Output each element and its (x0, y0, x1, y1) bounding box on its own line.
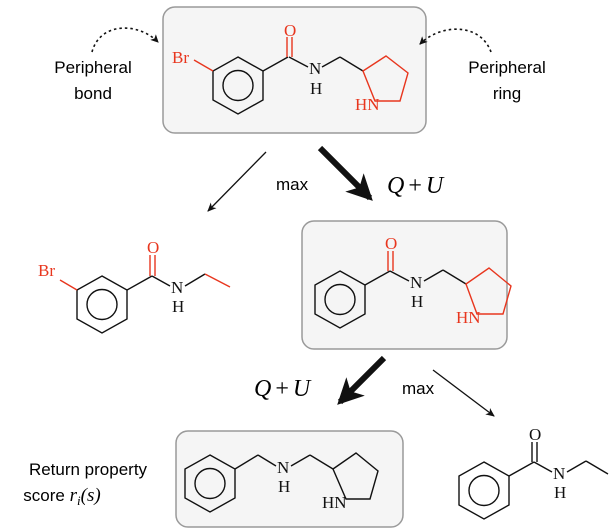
peripheral-bond-dotted-arrow (91, 27, 159, 53)
qu-arrow-bottom (337, 355, 387, 405)
max-arrow-bottom (432, 369, 495, 417)
bottom-ring-hn: HN (322, 493, 347, 512)
bottom-molecule-box (175, 430, 404, 528)
molecule-benzamide-ethyl (458, 442, 609, 520)
qu-arrow-top (317, 145, 373, 201)
molecule-debrominated (314, 251, 512, 329)
qu-label-bottom: Q+U (254, 376, 312, 402)
peripheral-bond-label-line2: bond (74, 84, 112, 103)
right-amide-h: H (554, 483, 566, 502)
molecule-full (193, 37, 409, 115)
bottom-amine-n: N (277, 458, 289, 477)
peripheral-ring-label-line2: ring (493, 84, 521, 103)
middle-oxygen: O (385, 234, 397, 253)
max-arrow-top (207, 151, 267, 212)
molecule-bromo-ethyl (59, 255, 231, 334)
molecule-amine (184, 452, 379, 513)
peripheral-ring-dotted-arrow (419, 28, 492, 53)
left-amide-h: H (172, 297, 184, 316)
return-score-label-line2: score ri(s) (23, 485, 100, 508)
top-bromine: Br (172, 48, 189, 67)
right-oxygen: O (529, 425, 541, 444)
left-bromine: Br (38, 261, 55, 280)
top-molecule-box (162, 6, 427, 134)
qu-label-top: Q+U (387, 173, 445, 199)
peripheral-bond-label-line1: Peripheral (54, 58, 132, 77)
top-oxygen: O (284, 21, 296, 40)
left-oxygen: O (147, 238, 159, 257)
middle-molecule-box (301, 220, 508, 350)
right-amide-n: N (553, 464, 565, 483)
middle-ring-hn: HN (456, 308, 481, 327)
top-amide-h: H (310, 79, 322, 98)
left-amide-n: N (171, 278, 183, 297)
return-score-label-line1: Return property (29, 460, 148, 479)
middle-amide-h: H (411, 292, 423, 311)
max-label-bottom: max (402, 379, 435, 398)
max-label-top: max (276, 175, 309, 194)
top-amide-n: N (309, 59, 321, 78)
middle-amide-n: N (410, 273, 422, 292)
peripheral-ring-label-line1: Peripheral (468, 58, 546, 77)
bottom-amine-h: H (278, 477, 290, 496)
top-ring-hn: HN (355, 95, 380, 114)
